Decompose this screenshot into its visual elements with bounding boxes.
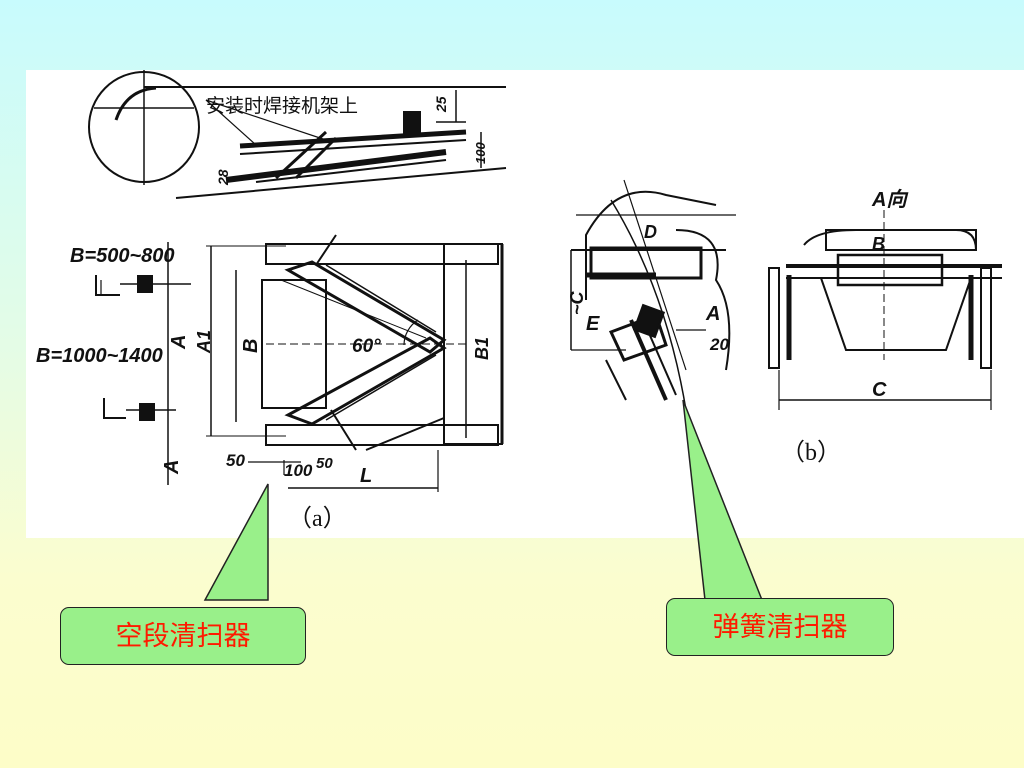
- label-c-front: C: [872, 379, 887, 401]
- callout-spring-scraper: 弹簧清扫器: [666, 598, 894, 656]
- note-weld-on-frame: 安装时焊接机架上: [206, 95, 358, 117]
- pointer-right: [682, 399, 764, 601]
- dim-50-right: 50: [316, 455, 333, 472]
- label-a-side: A: [705, 303, 720, 325]
- label-b: B: [240, 339, 262, 353]
- dim-28: 28: [215, 169, 231, 186]
- dim-20: 20: [709, 335, 729, 354]
- label-c-approx: ~C: [567, 290, 587, 315]
- dim-100-bottom: 100: [284, 461, 313, 480]
- dim-25: 25: [433, 96, 449, 113]
- label-e: E: [586, 313, 600, 335]
- dim-50-left: 50: [226, 451, 245, 470]
- label-d: D: [644, 222, 657, 242]
- range-b-small: B=500~800: [70, 245, 175, 267]
- view-title-a: A向: [871, 188, 908, 211]
- range-b-large: B=1000~1400: [36, 345, 163, 367]
- label-a: A: [168, 335, 190, 350]
- caption-a: （a）: [288, 506, 347, 532]
- label-b1: B1: [472, 337, 492, 360]
- label-a1: A1: [194, 330, 214, 354]
- label-a-lower: A: [161, 460, 183, 475]
- label-l: L: [360, 465, 372, 487]
- technical-drawing: 安装时焊接机架上 25 100 28 B=500~800 B=1000~1400…: [26, 70, 1024, 538]
- label-60-deg: 60°: [352, 336, 381, 357]
- pointer-left: [203, 483, 269, 601]
- drawing-svg: 安装时焊接机架上 25 100 28 B=500~800 B=1000~1400…: [36, 70, 1002, 532]
- caption-b: （b）: [781, 440, 841, 466]
- label-b-front: B: [872, 234, 885, 254]
- dim-100: 100: [473, 142, 488, 164]
- callout-idler-scraper: 空段清扫器: [60, 607, 306, 665]
